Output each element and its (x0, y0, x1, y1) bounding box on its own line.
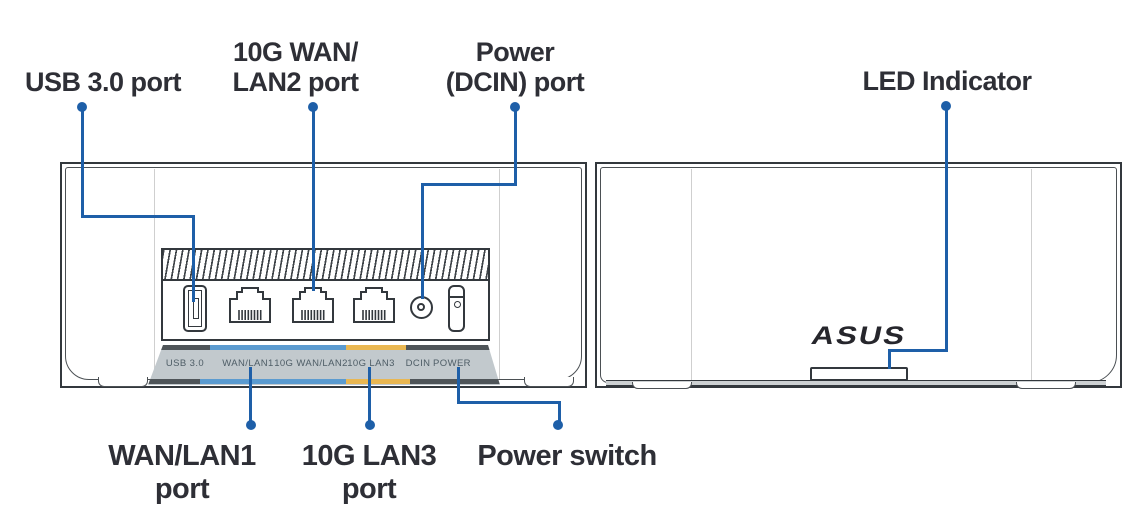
wan2-port-label: 10G WAN/ LAN2 port (213, 37, 378, 97)
front-panel-seam-left (691, 169, 692, 381)
power-switch-callout-line-v2 (558, 401, 561, 422)
dcin-callout-line-v2 (420, 183, 424, 299)
wan1-callout-dot (246, 420, 256, 430)
wan-lan1-port-pins (238, 310, 262, 320)
power-switch-divider (450, 296, 463, 298)
dcin-port-label-line1: Power (475, 37, 555, 67)
wan2-port-label-line1: 10G WAN/ (232, 37, 359, 67)
port-label-strip: USB 3.0 WAN/LAN1 10G WAN/LAN2 10G LAN3 D… (148, 345, 500, 385)
led-callout-line-v2 (888, 349, 891, 369)
led-callout-line-v1 (944, 109, 948, 352)
usb3-port (183, 285, 207, 332)
power-switch-dot (454, 301, 461, 308)
dcin-callout-line-v1 (513, 110, 517, 186)
led-callout-line-h (888, 349, 948, 352)
back-foot-right (524, 377, 574, 387)
lan3-callout-line (368, 367, 371, 421)
usb3-port-tongue (193, 298, 199, 319)
strip-color-band-bottom (148, 379, 500, 384)
10g-wan-lan2-port-pins (301, 310, 325, 320)
wan1-port-label-line2: port (154, 473, 210, 505)
lan3-port-label: 10G LAN3 port (280, 440, 458, 506)
power-switch-label-text: Power switch (477, 440, 657, 472)
strip-label-dcin: DCIN (405, 358, 431, 369)
power-switch-callout-line-h (457, 401, 561, 404)
lan3-callout-dot (365, 420, 375, 430)
power-switch-callout-dot (553, 420, 563, 430)
usb-callout-line-v1 (80, 110, 84, 218)
usb-port-label: USB 3.0 port (8, 67, 198, 97)
wan-lan1-port (229, 287, 271, 323)
led-indicator-label: LED Indicator (847, 66, 1047, 96)
front-panel-seam-right (1031, 169, 1032, 381)
usb-callout-line-h (80, 215, 195, 218)
vent-grille (163, 250, 488, 281)
router-front-view (595, 162, 1122, 388)
strip-label-usb: USB 3.0 (165, 358, 205, 369)
power-switch (448, 285, 465, 332)
power-switch-callout-line-v1 (457, 367, 460, 404)
10g-wan-lan2-port (292, 287, 334, 323)
usb3-port-cavity (188, 290, 202, 327)
front-foot-left (632, 382, 692, 389)
led-indicator-label-text: LED Indicator (862, 66, 1032, 96)
10g-lan3-port-pins (362, 310, 386, 320)
dcin-callout-dot (510, 102, 520, 112)
dcin-port (410, 296, 433, 319)
wan2-port-label-line2: LAN2 port (232, 67, 360, 97)
dcin-port-label: Power (DCIN) port (423, 37, 607, 97)
back-panel-seam-right (499, 169, 500, 379)
front-foot-right (1016, 382, 1076, 389)
back-panel-seam-left (154, 169, 155, 379)
wan1-callout-line (249, 367, 252, 421)
wan2-callout-dot (308, 102, 318, 112)
router-back-view (60, 162, 587, 388)
power-switch-label: Power switch (462, 440, 672, 473)
strip-label-power: POWER (433, 358, 471, 369)
dcin-callout-line-h (420, 183, 517, 186)
wan1-port-label-line1: WAN/LAN1 (108, 440, 256, 472)
led-callout-dot (941, 101, 951, 111)
usb-callout-line-v2 (191, 215, 195, 302)
strip-label-wan2: 10G WAN/LAN2 (274, 358, 348, 369)
10g-lan3-port (353, 287, 395, 323)
back-foot-left (98, 377, 148, 387)
usb-callout-dot (77, 102, 87, 112)
dcin-port-label-line2: (DCIN) port (445, 67, 585, 97)
lan3-port-label-line2: port (341, 473, 397, 505)
usb-port-label-text: USB 3.0 port (24, 67, 182, 97)
asus-logo: ASUS (809, 321, 910, 350)
wan1-port-label: WAN/LAN1 port (92, 440, 272, 506)
port-recess (161, 248, 490, 341)
strip-label-lan3: 10G LAN3 (347, 358, 395, 369)
strip-color-band-top (148, 345, 500, 350)
dcin-port-pin (417, 303, 425, 311)
led-indicator-bar (810, 367, 908, 381)
strip-label-wan1: WAN/LAN1 (222, 358, 274, 369)
wan2-callout-line (311, 110, 315, 291)
lan3-port-label-line1: 10G LAN3 (301, 440, 437, 472)
